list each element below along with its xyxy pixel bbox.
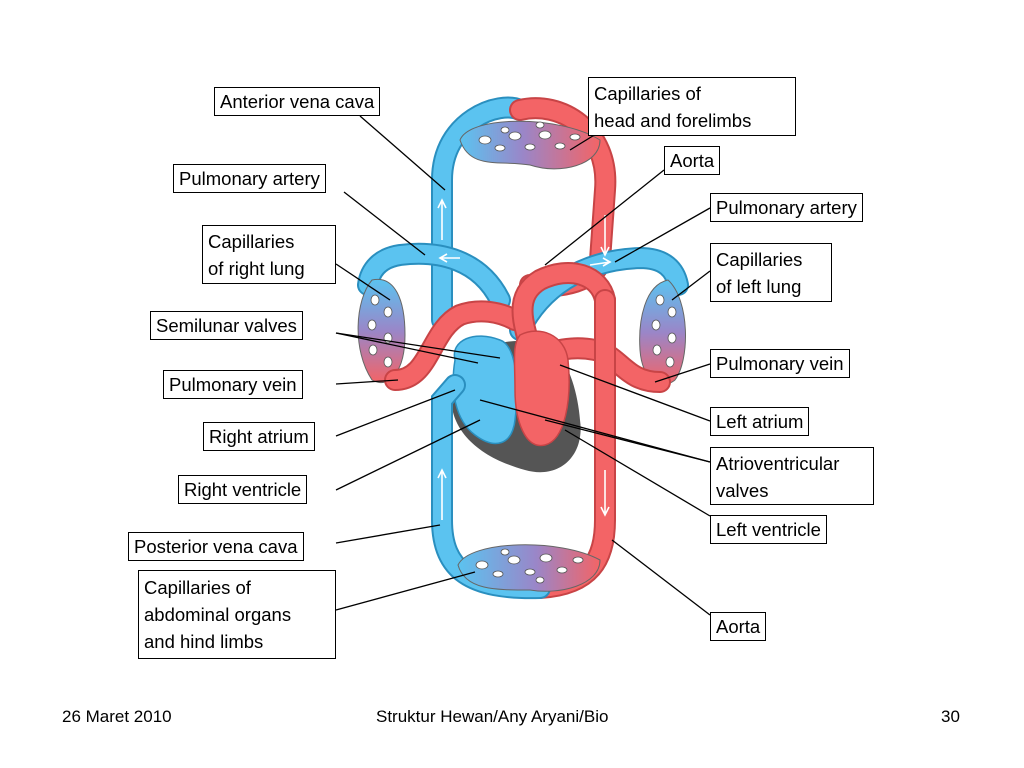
left-heart: [513, 330, 570, 447]
leader-lines: [335, 115, 711, 616]
label-atrioventricular-valves-line1: Atrioventricular: [716, 453, 840, 474]
label-capillaries-abdominal: Capillaries of abdominal organs and hind…: [138, 570, 336, 659]
label-aorta-bottom: Aorta: [710, 612, 767, 641]
label-right-atrium: Right atrium: [203, 422, 315, 451]
label-pulmonary-artery-left: Pulmonary artery: [173, 164, 326, 193]
label-pulmonary-vein-right: Pulmonary vein: [710, 349, 850, 378]
label-capillaries-left-lung-line2: of left lung: [716, 276, 802, 297]
pulmonary-arteries: [357, 242, 689, 341]
capillary-bed-abdominal: [457, 544, 601, 592]
footer-title: Struktur Hewan/Any Aryani/Bio: [376, 707, 609, 726]
label-capillaries-head-line2: head and forelimbs: [594, 110, 752, 131]
label-capillaries-abdominal-line3: and hind limbs: [144, 631, 264, 652]
right-heart: [452, 335, 518, 445]
footer-date: 26 Maret 2010: [62, 707, 172, 726]
label-capillaries-right-lung-line2: of right lung: [208, 258, 305, 279]
label-anterior-vena-cava: Anterior vena cava: [214, 87, 381, 116]
label-aorta-top: Aorta: [664, 146, 721, 175]
label-pulmonary-vein-left: Pulmonary vein: [163, 370, 303, 399]
label-atrioventricular-valves-line2: valves: [716, 480, 769, 501]
label-posterior-vena-cava: Posterior vena cava: [128, 532, 304, 561]
label-semilunar-valves: Semilunar valves: [150, 311, 303, 340]
label-capillaries-head: Capillaries of head and forelimbs: [588, 77, 796, 136]
label-capillaries-right-lung-line1: Capillaries: [208, 231, 295, 252]
label-capillaries-abdominal-line1: Capillaries of: [144, 577, 251, 598]
label-left-ventricle: Left ventricle: [710, 515, 827, 544]
capillary-mesh-left-lung: [651, 294, 677, 368]
label-capillaries-left-lung-line1: Capillaries: [716, 249, 803, 270]
label-capillaries-abdominal-line2: abdominal organs: [144, 604, 292, 625]
capillary-mesh-head: [478, 121, 581, 152]
capillary-mesh-abdominal: [475, 548, 584, 584]
label-atrioventricular-valves: Atrioventricular valves: [710, 447, 874, 505]
footer-page-number: 30: [941, 707, 960, 726]
label-capillaries-right-lung: Capillaries of right lung: [202, 225, 336, 284]
label-capillaries-head-line1: Capillaries of: [594, 83, 701, 104]
label-capillaries-left-lung: Capillaries of left lung: [710, 243, 832, 302]
label-right-ventricle: Right ventricle: [178, 475, 308, 504]
label-pulmonary-artery-right: Pulmonary artery: [710, 193, 863, 222]
flow-arrows: [437, 198, 612, 520]
label-left-atrium: Left atrium: [710, 407, 810, 436]
